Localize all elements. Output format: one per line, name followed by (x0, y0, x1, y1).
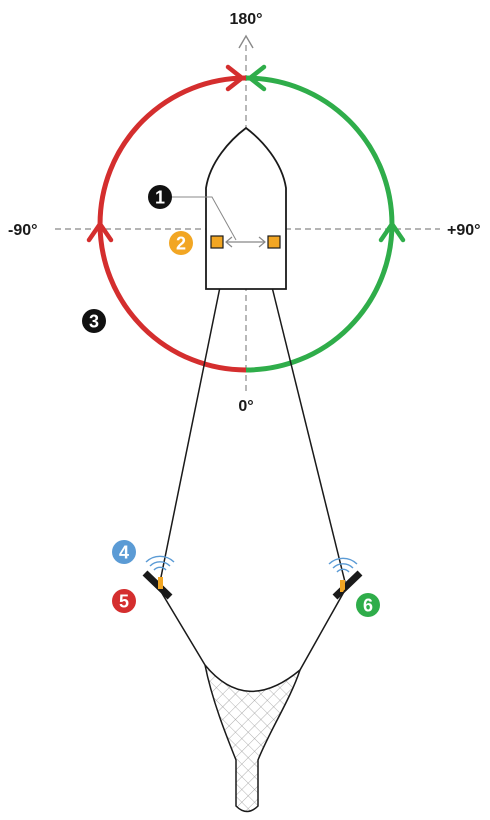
angle-label-minus-90: -90° (8, 222, 38, 239)
badge-1-label: 1 (155, 188, 165, 208)
badge-2-label: 2 (176, 234, 186, 254)
trawl-net (204, 664, 302, 813)
badge-3: 3 (82, 309, 106, 333)
port-trawl-door (142, 555, 175, 600)
badge-2-circle (169, 231, 193, 255)
sensor-offset (172, 196, 281, 249)
badge-5-label: 5 (119, 592, 129, 612)
angle-label-plus-90: +90° (447, 222, 481, 239)
port-arrow-top-icon (225, 64, 245, 92)
starboard-trawl-door (328, 557, 363, 600)
starboard-arrow-side-icon (378, 221, 406, 243)
angle-label-0: 0° (238, 398, 253, 415)
badge-6-circle (356, 593, 380, 617)
badge-1-leader (172, 196, 237, 241)
badge-1-circle (148, 185, 172, 209)
starboard-signal-icon (328, 557, 358, 573)
port-bridle (159, 589, 206, 666)
vessel-hull (205, 126, 287, 290)
bridle-lines (159, 589, 346, 671)
badge-5-circle (112, 589, 136, 613)
badge-4-circle (112, 540, 136, 564)
offset-arrow-left-icon (225, 236, 233, 248)
badge-6-label: 6 (363, 596, 373, 616)
port-arrow-side-icon (86, 221, 114, 243)
starboard-door-sensor (340, 580, 345, 592)
badge-4: 4 (112, 540, 136, 564)
starboard-arrow-top-icon (247, 64, 267, 92)
starboard-sensor-square (267, 235, 281, 249)
badge-3-circle (82, 309, 106, 333)
port-warp (159, 286, 221, 583)
badge-3-label: 3 (89, 312, 99, 332)
starboard-bridle (299, 589, 346, 671)
starboard-door-plate (332, 570, 363, 600)
port-signal-icon (145, 555, 175, 571)
warp-lines (159, 286, 346, 583)
port-sensor-square (210, 235, 224, 249)
axis-arrow-icon (238, 34, 254, 49)
badge-4-label: 4 (119, 543, 129, 563)
offset-arrow-right-icon (258, 236, 266, 248)
badge-6: 6 (356, 593, 380, 617)
angle-label-180: 180° (229, 11, 262, 28)
badge-2: 2 (169, 231, 193, 255)
badge-1: 1 (148, 185, 172, 209)
port-door-plate (142, 570, 173, 600)
port-door-sensor (158, 577, 163, 589)
badge-5: 5 (112, 589, 136, 613)
starboard-warp (271, 286, 346, 583)
